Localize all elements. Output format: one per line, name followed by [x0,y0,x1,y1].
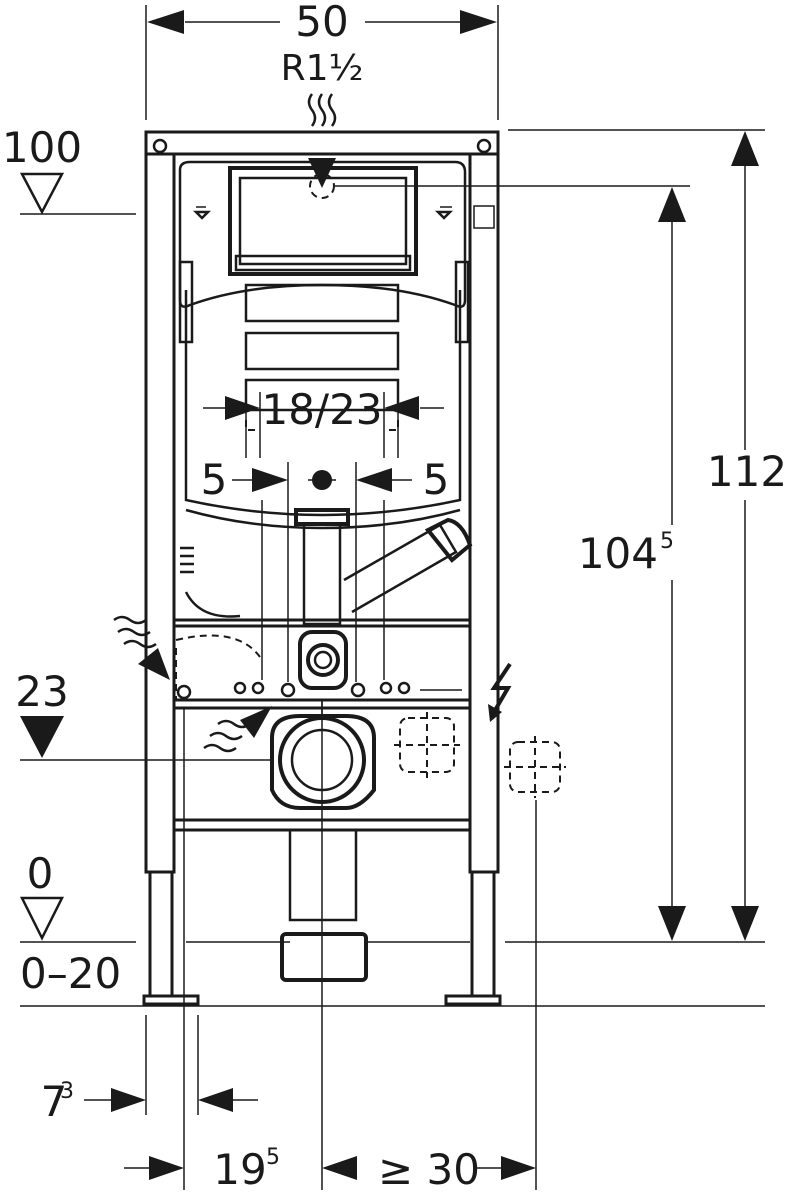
flush-plate-label: 18/23 [261,385,382,434]
thread-label: R1½ [281,48,364,89]
electrical-boxes [394,712,566,798]
fixing-points [176,681,462,700]
width-top-label: 50 [295,0,348,46]
depth-label: 7 [41,1077,68,1126]
drain-offset-label: 19 [213,1145,266,1194]
floor-range-label: 0–20 [20,949,121,998]
level-23-label: 23 [15,667,68,716]
offset-left-label: 5 [201,455,228,504]
depth-sup: 3 [60,1079,74,1104]
water-supply-routing [175,634,263,700]
drain-connector [270,714,376,982]
cistern [178,160,495,618]
dimension-lines [20,5,765,1190]
clearance-label: ≥ 30 [378,1145,480,1194]
flush-pipe [294,508,473,690]
drain-offset-sup: 5 [266,1145,280,1170]
level-marker-100 [19,172,65,215]
height-total-label: 112 [707,447,787,496]
height-inlet-sup: 5 [660,529,674,554]
level-marker-0 [19,896,65,941]
level-0-label: 0 [27,849,54,898]
level-marker-23 [20,716,64,758]
mounting-frame [142,130,502,1006]
offset-right-label: 5 [423,455,450,504]
level-100-label: 100 [2,123,82,172]
height-inlet-label: 104 [578,529,658,578]
